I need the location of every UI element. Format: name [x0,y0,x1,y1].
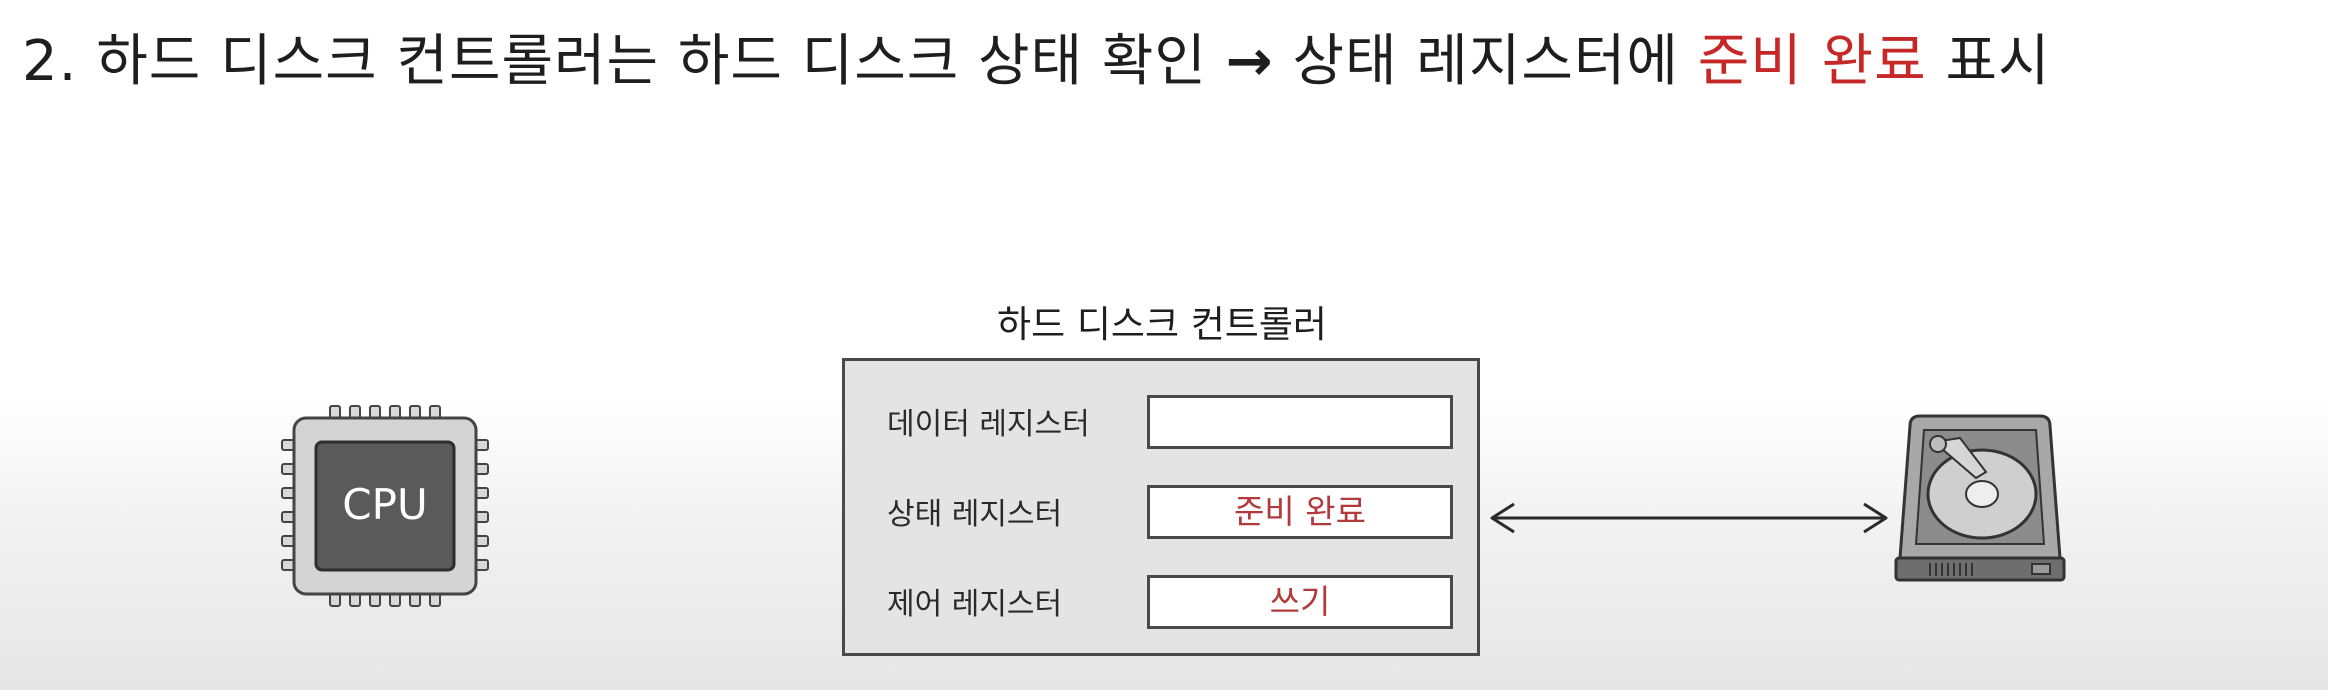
title-arrow: → [1225,29,1274,94]
cpu-label: CPU [342,480,427,529]
title-middle: 상태 레지스터에 [1292,29,1679,94]
title-highlight: 준비 완료 [1697,29,1927,94]
controller-box: 데이터 레지스터 상태 레지스터 준비 완료 제어 레지스터 쓰기 [842,358,1480,656]
register-row-status: 상태 레지스터 준비 완료 [845,485,1477,545]
register-row-data: 데이터 레지스터 [845,395,1477,455]
page-title: 2. 하드 디스크 컨트롤러는 하드 디스크 상태 확인 → 상태 레지스터에 … [22,22,2050,102]
cpu-chip-icon: CPU [270,402,500,614]
register-label: 데이터 레지스터 [887,407,1090,442]
register-row-control: 제어 레지스터 쓰기 [845,575,1477,635]
register-value-field [1147,395,1453,449]
title-prefix: 2. 하드 디스크 컨트롤러는 하드 디스크 상태 확인 [22,29,1207,94]
register-value-field: 쓰기 [1147,575,1453,629]
register-value-field: 준비 완료 [1147,485,1453,539]
controller-title: 하드 디스크 컨트롤러 [997,303,1327,346]
register-label: 제어 레지스터 [887,587,1063,622]
double-headed-arrow-icon [1484,500,1894,540]
title-suffix: 표시 [1945,29,2051,94]
hard-disk-icon [1890,408,2070,590]
register-label: 상태 레지스터 [887,497,1063,532]
